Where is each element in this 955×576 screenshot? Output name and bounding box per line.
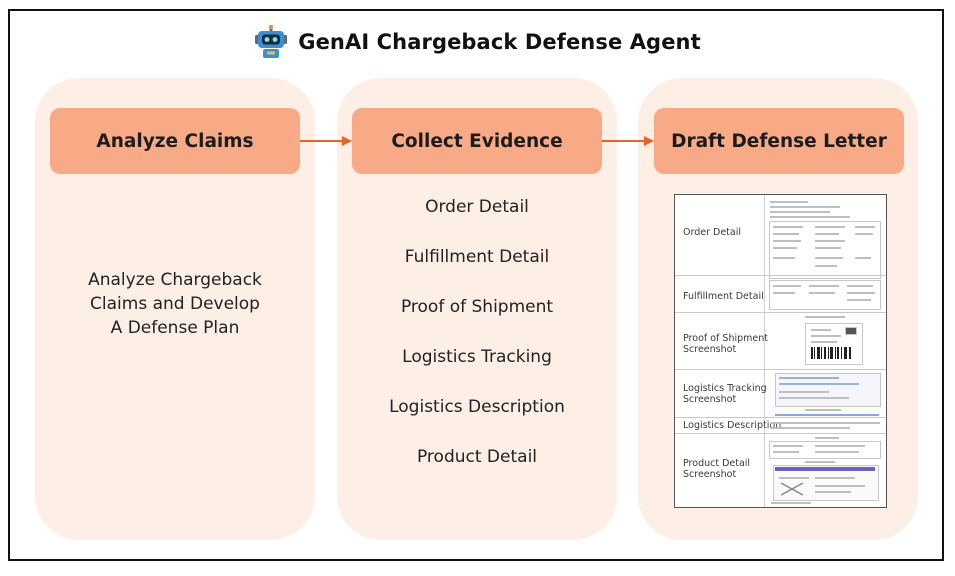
product-image-icon — [780, 482, 804, 496]
analyze-claims-header: Analyze Claims — [50, 108, 300, 174]
barcode-icon — [811, 347, 851, 359]
evidence-item-proof-of-shipment: Proof of Shipment — [400, 297, 554, 317]
order-detail-table — [769, 221, 881, 279]
arrow-collect-to-draft — [602, 136, 654, 146]
page-title: GenAI Chargeback Defense Agent — [298, 30, 701, 54]
letter-section-label: Product Detail Screenshot — [683, 458, 751, 480]
evidence-item-logistics-tracking: Logistics Tracking — [402, 347, 552, 367]
letter-section-label: Fulfillment Detail — [683, 291, 764, 302]
letter-section-label: Logistics Description — [683, 420, 782, 431]
analyze-description: Analyze Chargeback Claims and Develop A … — [35, 268, 315, 340]
robot-icon — [255, 25, 288, 58]
description-line: A Defense Plan — [110, 318, 240, 338]
letter-section-label: Logistics Tracking Screenshot — [683, 383, 767, 405]
title-row: GenAI Chargeback Defense Agent — [0, 22, 955, 62]
carrier-logo — [845, 327, 857, 335]
draft-letter-header: Draft Defense Letter — [654, 108, 904, 174]
letter-section-label: Order Detail — [683, 227, 742, 238]
description-line: Analyze Chargeback — [88, 270, 262, 290]
evidence-item-order-detail: Order Detail — [425, 197, 529, 217]
product-screenshot — [773, 465, 879, 501]
description-line: Claims and Develop — [90, 294, 260, 314]
collect-evidence-header: Collect Evidence — [352, 108, 602, 174]
evidence-item-fulfillment-detail: Fulfillment Detail — [404, 247, 550, 267]
product-table — [769, 441, 881, 459]
evidence-item-logistics-description: Logistics Description — [389, 397, 565, 417]
letter-section-label: Proof of Shipment Screenshot — [683, 333, 768, 355]
arrow-analyze-to-collect — [300, 136, 352, 146]
evidence-item-product-detail: Product Detail — [416, 447, 538, 467]
defense-letter-document: Order Detail Fulfillment Detail Proof of… — [674, 194, 887, 508]
